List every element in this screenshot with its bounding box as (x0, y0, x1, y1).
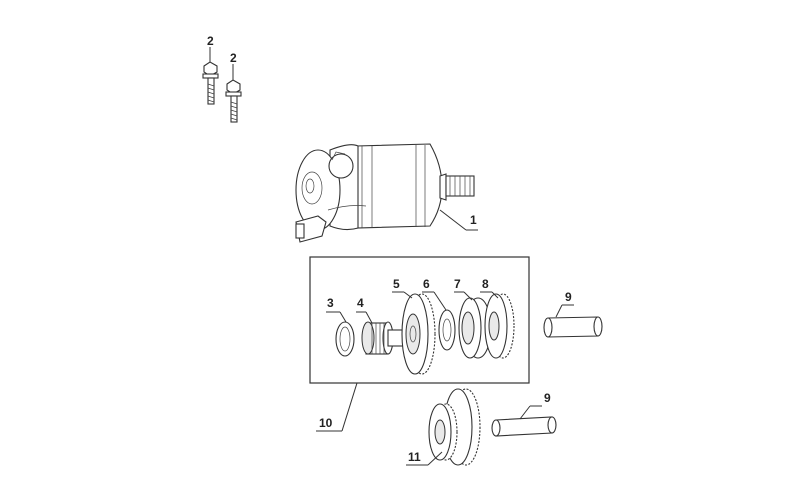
callout-label: 6 (423, 277, 430, 291)
shaft-lower (491, 416, 557, 437)
shaft-upper (543, 316, 603, 338)
callout-labels: 2 2 1 3 4 5 6 7 8 9 10 9 11 (207, 34, 572, 464)
washer (438, 309, 456, 351)
callout-label: 4 (357, 296, 364, 310)
callout-label: 9 (544, 391, 551, 405)
callout-label: 11 (408, 450, 421, 464)
callout-label: 8 (482, 277, 489, 291)
double-gear (428, 388, 481, 466)
callout-label: 1 (470, 213, 477, 227)
idle-gear (401, 293, 436, 375)
callout-label: 2 (207, 34, 214, 48)
starter-motor (295, 143, 475, 243)
circlip (335, 321, 355, 357)
clutch-gear (484, 293, 515, 359)
callout-label: 9 (565, 290, 572, 304)
leader-lines (209, 47, 574, 466)
callout-label: 7 (454, 277, 461, 291)
callout-label: 2 (230, 51, 237, 65)
callout-label: 10 (319, 416, 333, 430)
callout-label: 5 (393, 277, 400, 291)
assembly-box (309, 256, 530, 384)
callout-label: 3 (327, 296, 334, 310)
bolt-right (225, 79, 242, 123)
bolt-left (202, 61, 219, 105)
one-way-clutch (458, 297, 492, 359)
pinion (361, 321, 405, 355)
